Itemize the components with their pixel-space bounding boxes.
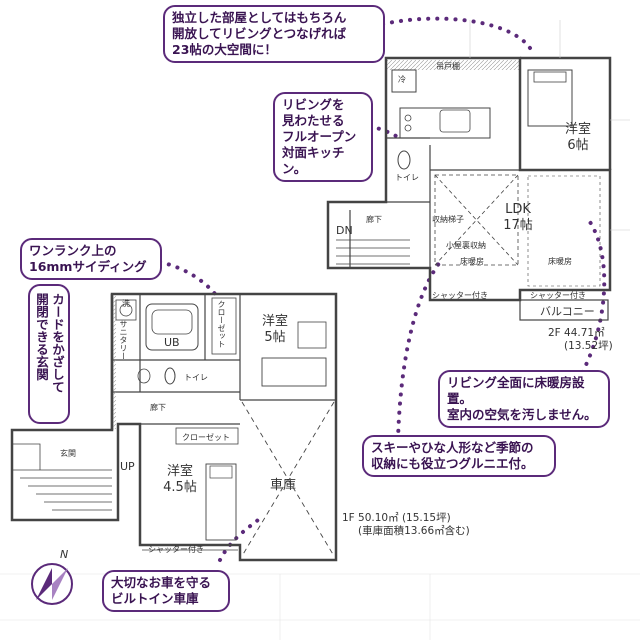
callout-line: 室内の空気を汚しません。 [447,407,597,422]
callout-floor-heating: リビング全面に床暖房設置。 室内の空気を汚しません。 [438,370,610,428]
second-floor-plan [326,20,630,321]
background-grid [0,573,640,640]
callout-line: 対面キッチン。 [282,145,345,176]
callout-line: ワンランク上の [29,243,117,258]
western-room-5-label: 洋室 5帖 [250,314,300,346]
shutter-1f-label: シャッター付き [148,545,204,554]
laundry-label: 洗 [122,299,130,308]
callout-siding: ワンランク上の 16mmサイディング [20,238,162,280]
callout-line: スキーやひな人形など季節の [371,440,534,455]
area-line: (車庫面積13.66㎡含む) [358,525,470,537]
unit-bath-label: UB [164,336,180,349]
floor-heating-label-b: 床暖房 [548,257,572,266]
room-size: 17帖 [503,218,533,233]
room-name: 洋室 [166,464,193,479]
second-floor-area: 2F 44.71㎡ (13.52坪) [548,327,613,353]
entrance-label: 玄関 [60,449,76,458]
callout-line: 見わたせる [282,113,345,128]
callout-line: 23帖の大空間に！ [172,42,277,57]
callout-line: リビングを [282,97,345,112]
callout-line: リビング全面に床暖房設置。 [447,375,585,406]
area-line: (13.52坪) [564,340,613,352]
room-name: LDK [505,202,531,217]
ldk-label: LDK 17帖 [490,202,546,234]
hanging-cabinet-label: 吊戸棚 [436,62,460,71]
callout-line: 開放してリビングとつなげれば [172,26,347,41]
callout-line: 独立した部屋としてはもちろん [172,10,347,25]
closet-horizontal-label: クローゼット [182,433,230,442]
attic-storage-label: 小屋裏収納 [446,241,486,250]
callout-line: ビルトイン車庫 [111,591,199,606]
room-name: 洋室 [564,122,591,137]
compass-north-label: N [60,548,69,561]
callout-card-key: カードをかざして 開閉できる玄関 [28,284,70,424]
down-stairs-label: DN [336,224,353,237]
callout-line: 大切なお車を守る [111,575,212,590]
toilet-2f-label: トイレ [395,173,419,182]
shutter-2f-label-b: シャッター付き [530,291,586,300]
room-size: 4.5帖 [163,480,197,495]
callout-line: 16mmサイディング [29,259,147,274]
callout-attic: スキーやひな人形など季節の 収納にも役立つグルニエ付。 [362,435,556,477]
room-size: 6帖 [567,138,589,153]
up-stairs-label: UP [120,460,135,473]
sanitary-label: サニタリー [119,320,128,360]
first-floor-area: 1F 50.10㎡ (15.15坪) (車庫面積13.66㎡含む) [342,512,470,538]
first-floor-plan [10,292,338,562]
compass [31,563,73,605]
callout-open-living: 独立した部屋としてはもちろん 開放してリビングとつなげれば 23帖の大空間に！ [163,5,385,63]
shutter-2f-label-a: シャッター付き [432,291,488,300]
callout-kitchen: リビングを 見わたせる フルオープン 対面キッチン。 [273,92,373,182]
toilet-1f-label: トイレ [184,373,208,382]
area-line: 1F 50.10㎡ (15.15坪) [342,512,451,524]
callout-line: カードをかざして [50,293,65,393]
floor-heating-label-a: 床暖房 [460,257,484,266]
hallway-2f-label: 廊下 [366,215,382,224]
closet-vertical-label: クローゼット [217,300,226,348]
western-room-6-label: 洋室 6帖 [548,122,608,154]
room-name: 洋室 [261,314,288,329]
fridge-label: 冷 [398,75,406,84]
callout-line: 収納にも役立つグルニエ付。 [371,456,534,471]
callout-line: フルオープン [282,129,357,144]
hallway-1f-label: 廊下 [150,403,166,412]
callout-line: 開閉できる玄関 [34,293,49,381]
garage-label: 車庫 [270,478,297,493]
area-line: 2F 44.71㎡ [548,327,605,339]
balcony-label: バルコニー [540,305,595,318]
storage-stair-label: 収納梯子 [432,215,464,224]
room-size: 5帖 [264,330,286,345]
western-room-4-5-label: 洋室 4.5帖 [150,464,210,496]
callout-garage: 大切なお車を守る ビルトイン車庫 [102,570,230,612]
